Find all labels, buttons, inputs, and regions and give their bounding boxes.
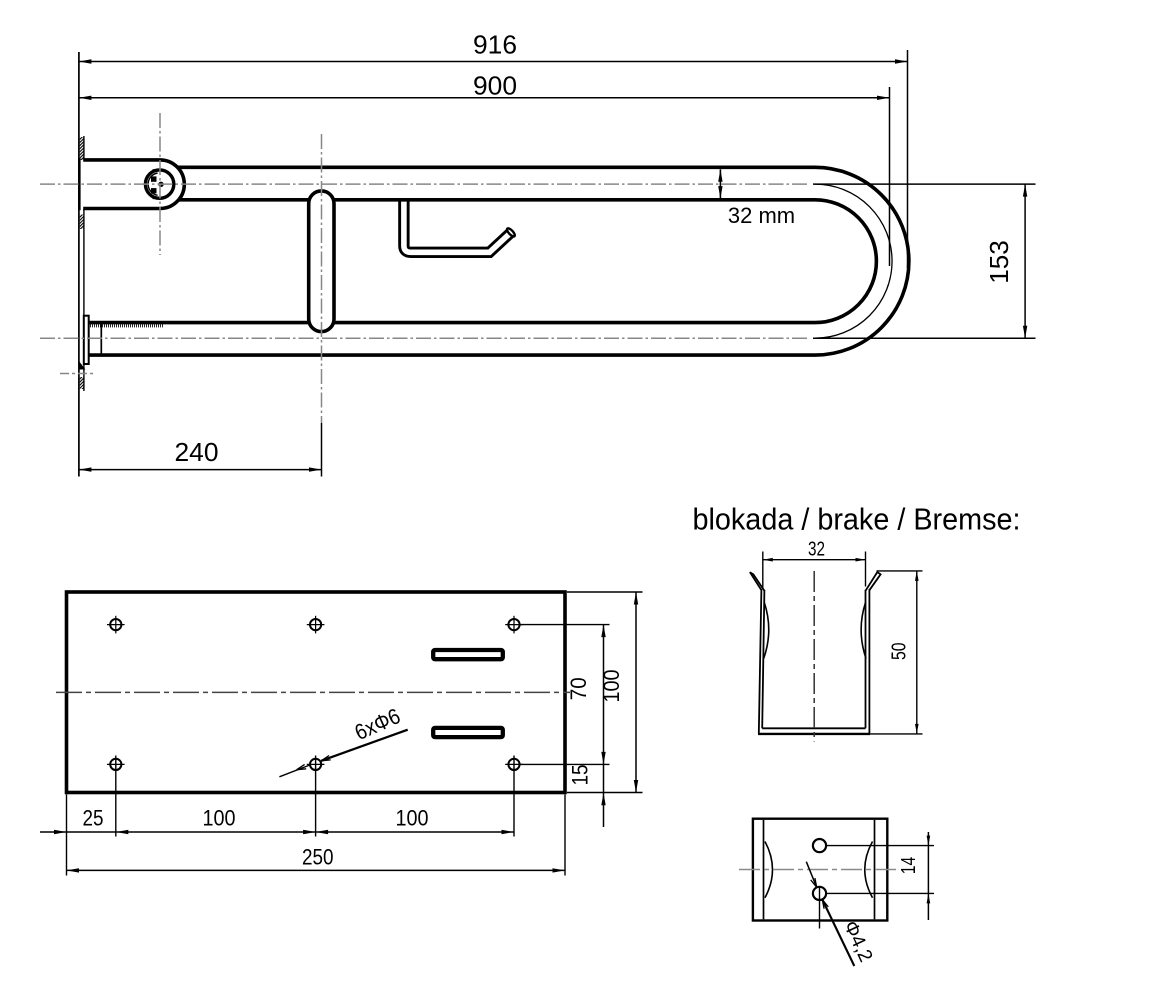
svg-text:70: 70	[566, 677, 591, 700]
svg-text:916: 916	[473, 30, 517, 60]
svg-text:50: 50	[889, 643, 911, 661]
svg-text:32 mm: 32 mm	[728, 203, 795, 228]
svg-text:25: 25	[83, 806, 104, 831]
svg-text:15: 15	[568, 765, 593, 786]
svg-text:900: 900	[473, 70, 517, 100]
svg-text:14: 14	[898, 857, 920, 875]
svg-text:153: 153	[984, 240, 1014, 284]
svg-text:32: 32	[808, 538, 825, 560]
svg-text:blokada / brake / Bremse:: blokada / brake / Bremse:	[693, 502, 1021, 537]
svg-text:100: 100	[396, 806, 429, 831]
svg-text:240: 240	[175, 437, 219, 467]
svg-text:100: 100	[203, 806, 236, 831]
svg-text:100: 100	[599, 670, 624, 703]
svg-text:250: 250	[302, 844, 334, 869]
